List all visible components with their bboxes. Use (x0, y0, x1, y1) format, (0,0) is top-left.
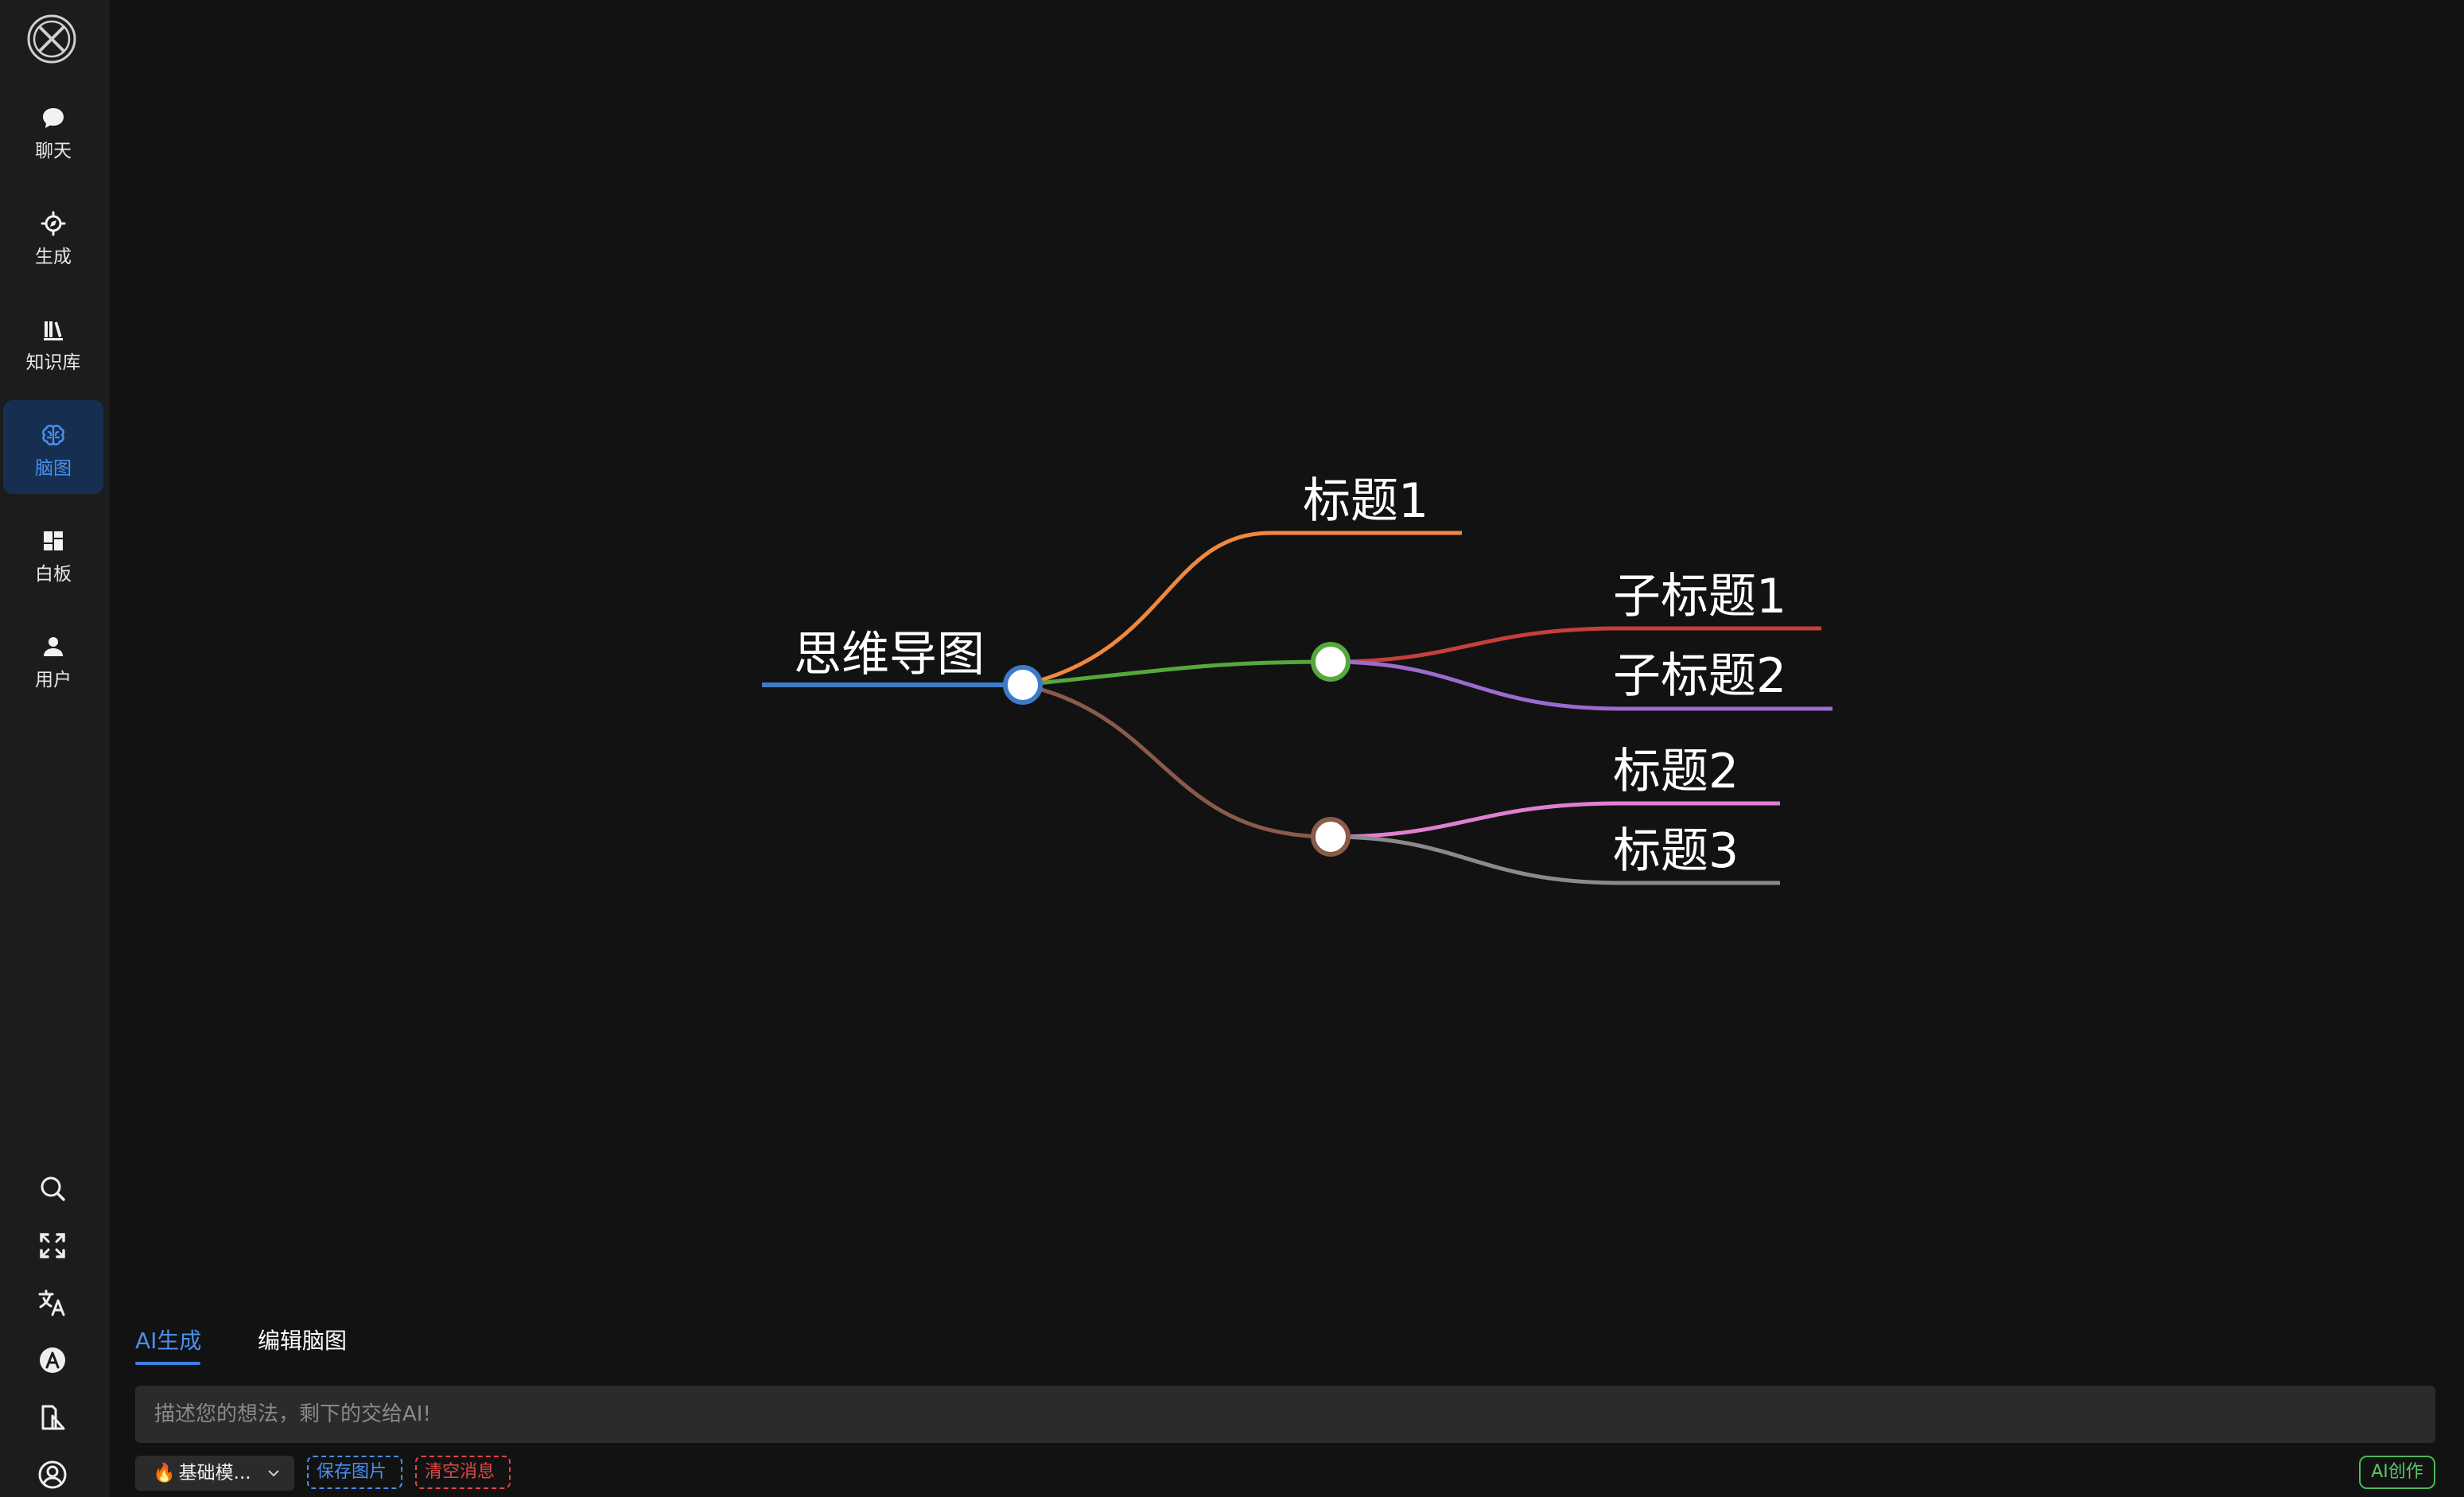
branch-edge-title2 (1330, 801, 1622, 839)
branch-edge-subtitle1 (1330, 626, 1622, 664)
branch-edge-green (1022, 659, 1331, 687)
tab-ai-generate[interactable]: AI生成 (135, 1328, 202, 1354)
mindmap-svg: 思维导图 标题1 子标题1 子标题2 标题2 标题3 (762, 473, 1832, 885)
sidebar-item-label: 知识库 (25, 352, 81, 373)
branch-edge-brown (1022, 682, 1331, 839)
books-icon (44, 321, 63, 340)
sidebar-item-label: 脑图 (35, 458, 72, 479)
sidebar: 聊天 生成 知识库 脑图 白板 (0, 0, 110, 1497)
sidebar-item-chat[interactable]: 聊天 (3, 83, 103, 177)
green-hub-collapse-toggle[interactable] (1311, 642, 1351, 682)
translate-icon[interactable] (37, 1287, 68, 1319)
sidebar-item-label: 生成 (35, 247, 72, 267)
model-select-value: 基础模... (178, 1463, 251, 1483)
root-node-label[interactable]: 思维导图 (794, 627, 985, 682)
sidebar-item-label: 白板 (35, 564, 72, 585)
docs-icon[interactable] (37, 1402, 68, 1433)
chat-bubble-icon (43, 108, 64, 128)
branch-edge-title3 (1330, 834, 1622, 885)
dashboard-icon (44, 531, 63, 550)
chevron-down-icon (268, 1470, 279, 1477)
subtitle1-node-label[interactable]: 子标题1 (1613, 569, 1786, 624)
mindmap-canvas[interactable]: 思维导图 标题1 子标题1 子标题2 标题2 标题3 (110, 0, 2464, 1305)
subtitle2-node-label[interactable]: 子标题2 (1613, 648, 1786, 704)
title2-node-label[interactable]: 标题2 (1613, 744, 1739, 799)
sidebar-item-knowledge-base[interactable]: 知识库 (3, 294, 103, 388)
title1-node-label[interactable]: 标题1 (1303, 473, 1428, 529)
sidebar-item-user[interactable]: 用户 (3, 612, 103, 706)
search-icon[interactable] (37, 1172, 68, 1204)
fullscreen-icon[interactable] (37, 1230, 68, 1262)
compass-icon (41, 211, 66, 236)
branch-edge-title1 (1022, 531, 1272, 687)
model-select[interactable]: 🔥基础模... (135, 1456, 294, 1491)
root-collapse-toggle[interactable] (1003, 665, 1043, 705)
clear-messages-button[interactable]: 清空消息 (415, 1456, 511, 1489)
account-circle-icon[interactable] (37, 1459, 68, 1491)
sidebar-item-whiteboard[interactable]: 白板 (3, 506, 103, 600)
branch-edge-subtitle2 (1330, 659, 1622, 711)
user-icon (44, 637, 63, 656)
title3-node-label[interactable]: 标题3 (1613, 823, 1739, 879)
flame-icon: 🔥 (153, 1463, 176, 1483)
ai-create-button[interactable]: AI创作 (2359, 1456, 2435, 1489)
x-logo-icon[interactable] (26, 14, 77, 64)
sidebar-item-label: 聊天 (35, 141, 72, 161)
brain-icon (42, 425, 64, 445)
sidebar-item-label: 用户 (35, 670, 72, 690)
prompt-input[interactable] (135, 1386, 2435, 1443)
sidebar-item-generate[interactable]: 生成 (3, 189, 103, 282)
tab-edit-mindmap[interactable]: 编辑脑图 (258, 1328, 348, 1354)
brown-hub-collapse-toggle[interactable] (1311, 817, 1351, 857)
save-image-button[interactable]: 保存图片 (307, 1456, 402, 1489)
theme-a-icon[interactable] (37, 1344, 68, 1376)
active-tab-indicator (135, 1362, 200, 1365)
sidebar-item-mindmap[interactable]: 脑图 (3, 400, 103, 494)
